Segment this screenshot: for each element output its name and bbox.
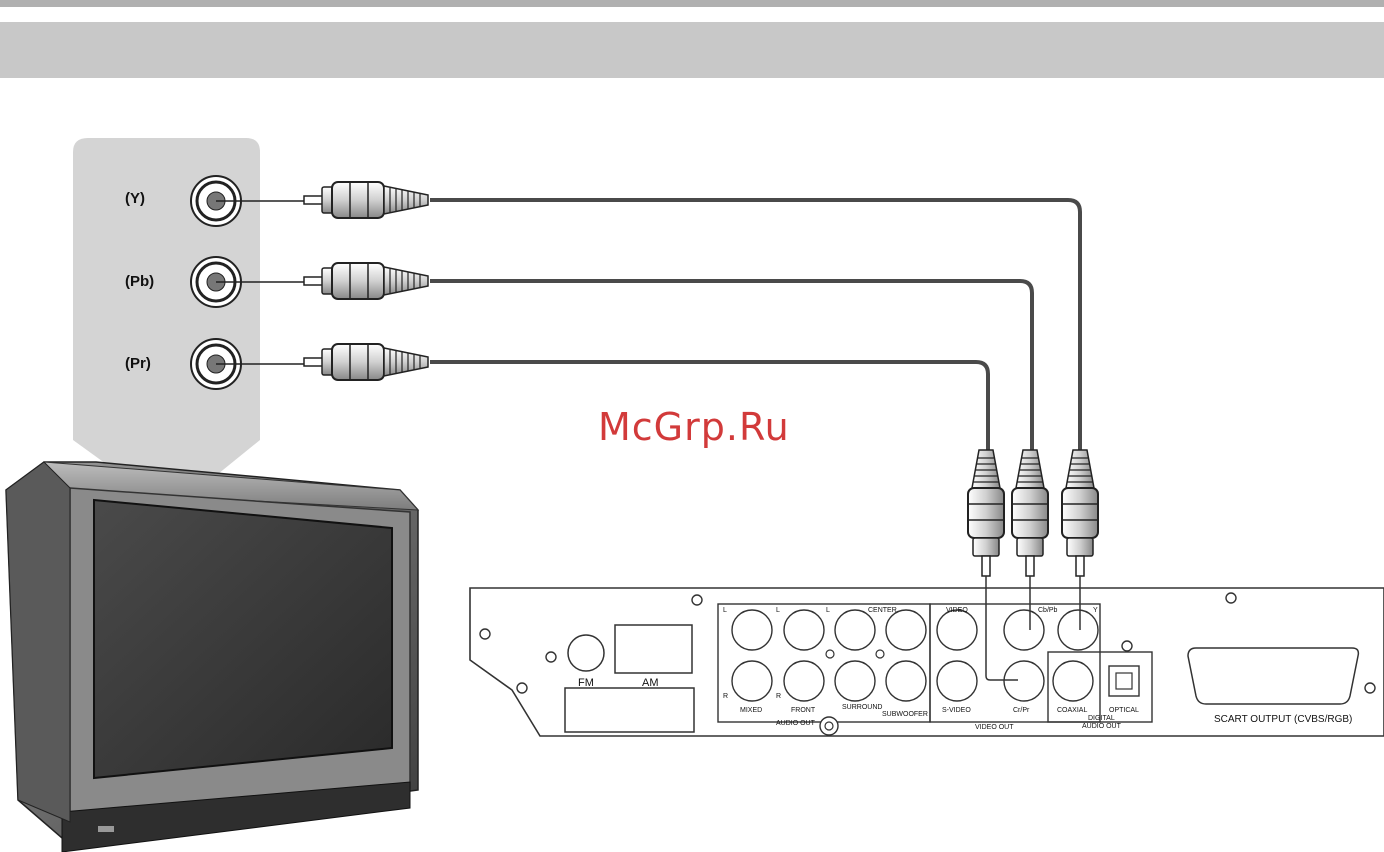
ground-jack-inner — [824, 721, 834, 731]
tv-set — [5, 461, 420, 852]
video-out-block — [929, 603, 1101, 723]
rca-plug-pb — [303, 262, 429, 300]
audio-label-l3: L — [826, 607, 830, 614]
fm-jack — [567, 634, 605, 672]
audio-label-l2: L — [776, 607, 780, 614]
video-label-svideo: S-VIDEO — [942, 707, 971, 714]
pin-pr — [985, 576, 1018, 681]
rca-plug-player-pr — [967, 449, 1005, 577]
fm-label: FM — [578, 677, 594, 689]
audio-label-subwoofer: SUBWOOFER — [882, 711, 928, 718]
tv-input-label-y: (Y) — [125, 190, 145, 207]
audio-label-l1: L — [723, 607, 727, 614]
optical-port-inner — [1115, 672, 1133, 690]
video-label-crpr: Cr/Pr — [1013, 707, 1030, 714]
header-bar — [0, 22, 1384, 78]
coaxial-jack — [1052, 660, 1094, 702]
audio-small-hole — [875, 649, 885, 659]
scart-label: SCART OUTPUT (CVBS/RGB) — [1214, 714, 1352, 725]
audio-label-front: FRONT — [791, 707, 816, 714]
watermark: McGrp.Ru — [598, 405, 790, 449]
rca-plug-player-pb — [1011, 449, 1049, 577]
video-label-y: Y — [1093, 607, 1098, 614]
video-label-video: VIDEO — [946, 607, 968, 614]
rca-plug-y — [303, 181, 429, 219]
cable-pr — [430, 360, 990, 450]
scart-connector — [1187, 647, 1360, 705]
digital-caption-2: AUDIO OUT — [1082, 723, 1122, 730]
audio-label-r2: R — [776, 693, 781, 700]
digital-label-optical: OPTICAL — [1109, 707, 1139, 714]
digital-caption-1: DIGITAL — [1088, 715, 1115, 722]
tv-input-label-pb: (Pb) — [125, 273, 154, 290]
cable-pb — [430, 279, 1034, 450]
video-jacks — [936, 609, 1099, 702]
player-rear-panel — [469, 587, 1384, 737]
tuner-plate — [564, 687, 695, 733]
audio-label-mixed: MIXED — [740, 707, 762, 714]
am-terminal — [614, 624, 693, 674]
video-out-caption: VIDEO OUT — [975, 724, 1014, 731]
rca-plug-pr — [303, 343, 429, 381]
audio-out-caption: AUDIO OUT — [776, 720, 816, 727]
digital-label-coaxial: COAXIAL — [1057, 707, 1087, 714]
video-label-cbpb: Cb/Pb — [1038, 607, 1058, 614]
top-bar — [0, 0, 1384, 7]
cable-y — [430, 198, 1082, 450]
digital-audio-out-block — [1047, 651, 1153, 723]
am-label: AM — [642, 677, 659, 689]
audio-label-r1: R — [723, 693, 728, 700]
audio-label-surround: SURROUND — [842, 704, 882, 711]
audio-label-center: CENTER — [868, 607, 897, 614]
audio-jacks — [731, 609, 927, 702]
tv-input-label-pr: (Pr) — [125, 355, 151, 372]
audio-small-hole-2 — [825, 649, 835, 659]
rca-plug-player-y — [1061, 449, 1099, 577]
